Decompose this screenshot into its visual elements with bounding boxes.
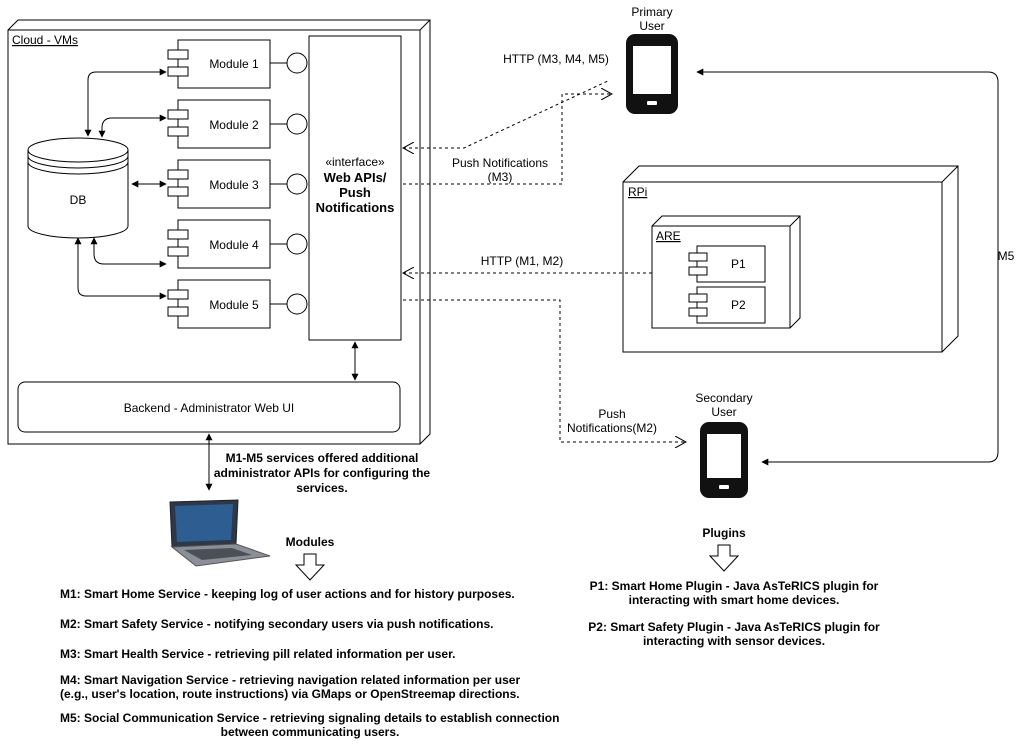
http-m12-label: HTTP (M1, M2)	[481, 254, 563, 268]
are-title: ARE	[656, 229, 681, 243]
secondary-user: Secondary User	[695, 391, 753, 498]
admin-note: M1-M5 services offered additional admini…	[214, 451, 431, 495]
module-4-label: Module 4	[209, 238, 259, 252]
db-cylinder: DB	[27, 137, 129, 239]
push-m3-label-2: (M3)	[488, 170, 513, 184]
module-3: Module 3	[167, 159, 308, 209]
modules-down-arrow-icon	[294, 553, 326, 581]
module-3-label: Module 3	[209, 178, 259, 192]
interface-line-3: Notifications	[316, 200, 395, 215]
primary-user-label-2: User	[639, 19, 664, 33]
module-1: Module 1	[167, 39, 308, 89]
module-desc-m4-line-2: (e.g., user's location, route instructio…	[60, 687, 520, 701]
m5-connection-line	[696, 68, 999, 466]
http-m345-label: HTTP (M3, M4, M5)	[503, 52, 609, 66]
push-m2-label-1: Push	[598, 407, 625, 421]
module-desc-m5-line-2: between communicating users.	[221, 725, 400, 739]
plugin-desc-p2-line-1: P2: Smart Safety Plugin - Java AsTeRICS …	[588, 620, 880, 634]
primary-user-label-1: Primary	[631, 5, 672, 19]
push-m2-label-2: Notifications(M2)	[567, 421, 657, 435]
module-desc-m3: M3: Smart Health Service - retrieving pi…	[60, 647, 455, 661]
plugin-p1: P1	[688, 245, 766, 283]
admin-note-line-2: administrator APIs for configuring the	[214, 466, 431, 480]
http-m345-line	[403, 79, 611, 148]
module-4: Module 4	[167, 219, 308, 269]
modules-heading: Modules	[286, 535, 335, 549]
interface-stereotype: «interface»	[325, 155, 385, 169]
plugin-desc-p2-line-2: interacting with sensor devices.	[643, 634, 825, 648]
push-m3-line	[403, 94, 612, 185]
plugin-p2: P2	[688, 286, 766, 324]
m5-label: M5	[998, 249, 1015, 263]
primary-user: Primary User	[626, 5, 678, 114]
web-apis-interface: «interface» Web APIs/ Push Notifications	[308, 35, 402, 341]
module-5: Module 5	[167, 279, 308, 329]
push-m3-label-1: Push Notifications	[452, 156, 548, 170]
module-5-interface-lollipop	[286, 293, 308, 315]
backend-admin-ui: Backend - Administrator Web UI	[17, 381, 401, 433]
module-1-interface-lollipop	[286, 52, 308, 74]
plugin-desc-p1-line-2: interacting with smart home devices.	[629, 593, 840, 607]
secondary-user-label-2: User	[711, 405, 736, 419]
module-4-interface-lollipop	[286, 233, 308, 255]
secondary-user-label-1: Secondary	[695, 391, 752, 405]
db-module-connectors	[74, 68, 167, 300]
plugin-descriptions: P1: Smart Home Plugin - Java AsTeRICS pl…	[588, 579, 880, 648]
module-desc-m4-line-1: M4: Smart Navigation Service - retrievin…	[60, 673, 520, 687]
module-2-label: Module 2	[209, 118, 259, 132]
module-desc-m5-line-1: M5: Social Communication Service - retri…	[60, 711, 559, 725]
interface-line-1: Web APIs/	[324, 170, 387, 185]
plugins-down-arrow-icon	[708, 544, 740, 572]
plugin-p2-label: P2	[731, 298, 746, 312]
db-label: DB	[70, 193, 87, 207]
cloud-title: Cloud - VMs	[12, 33, 78, 47]
dashed-connections	[403, 79, 686, 442]
module-5-label: Module 5	[209, 298, 259, 312]
interface-line-2: Push	[339, 185, 371, 200]
module-desc-m1: M1: Smart Home Service - keeping log of …	[60, 587, 515, 601]
admin-note-line-1: M1-M5 services offered additional	[226, 451, 419, 465]
module-2-interface-lollipop	[286, 113, 308, 135]
module-3-interface-lollipop	[286, 173, 308, 195]
admin-note-line-3: services.	[296, 481, 347, 495]
laptop-icon	[169, 499, 271, 567]
module-descriptions: M1: Smart Home Service - keeping log of …	[60, 587, 559, 739]
rpi-title: RPi	[628, 185, 647, 199]
plugins-heading: Plugins	[702, 526, 746, 540]
backend-label: Backend - Administrator Web UI	[124, 401, 295, 415]
push-m2-line	[403, 299, 686, 442]
plugin-desc-p1-line-1: P1: Smart Home Plugin - Java AsTeRICS pl…	[590, 579, 879, 593]
module-2: Module 2	[167, 99, 308, 149]
module-desc-m2: M2: Smart Safety Service - notifying sec…	[60, 617, 493, 631]
plugin-p1-label: P1	[731, 257, 746, 271]
module-1-label: Module 1	[209, 57, 259, 71]
